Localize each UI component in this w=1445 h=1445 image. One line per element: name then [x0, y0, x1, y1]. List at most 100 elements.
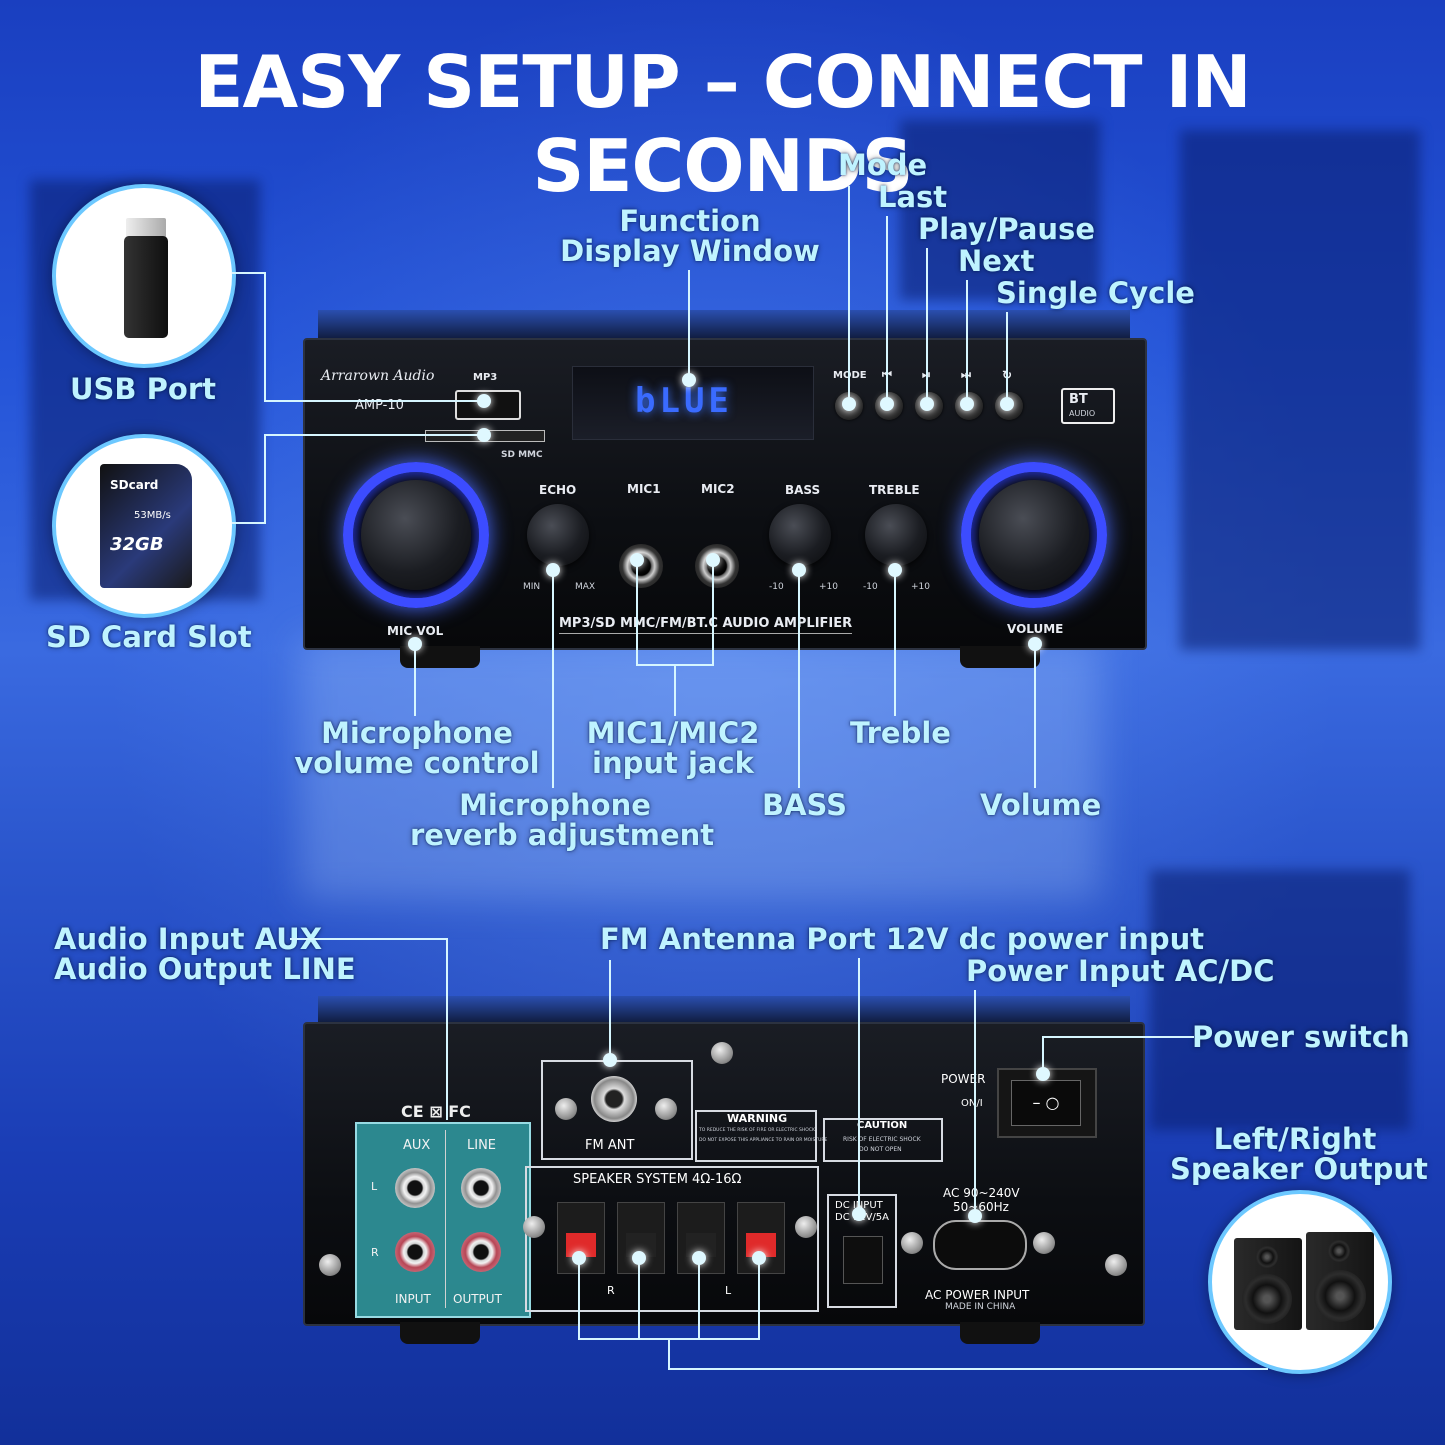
speaker-right-icon	[1306, 1232, 1374, 1330]
mic-volume-label: Microphone volume control	[292, 718, 542, 779]
dot-cycle	[1000, 397, 1014, 411]
aux-in-label: Audio Input AUX	[54, 922, 323, 956]
aux-in-left[interactable]	[395, 1168, 435, 1208]
display-readout: bLUE	[635, 381, 733, 421]
terminal-l-plus[interactable]	[737, 1202, 785, 1274]
sd-mmc-label: SD MMC	[501, 450, 543, 460]
volume-knob[interactable]	[979, 480, 1089, 590]
single-cycle-label: Single Cycle	[996, 276, 1195, 310]
background-window-right	[1180, 130, 1420, 650]
leader-play	[926, 248, 928, 404]
mic-reverb-line1: Microphone	[459, 788, 651, 822]
leader-mode	[848, 186, 850, 404]
front-foot-left	[400, 646, 480, 668]
mp3-label: MP3	[473, 372, 498, 383]
amplifier-back: CE ⊠ FC AUX LINE L R INPUT OUTPUT FM ANT…	[303, 1022, 1145, 1326]
dot-display	[682, 373, 696, 387]
aux-line-panel: AUX LINE L R INPUT OUTPUT	[355, 1122, 531, 1318]
ac-socket[interactable]	[933, 1220, 1027, 1270]
leader-dc	[858, 958, 860, 1214]
leader-display	[688, 270, 690, 380]
tweeter-right	[1328, 1240, 1350, 1262]
power-rocker[interactable]: – ○	[1011, 1080, 1081, 1126]
sd-card-speed: 53MB/s	[134, 510, 171, 521]
back-screw-right	[1105, 1254, 1127, 1276]
line-out-right[interactable]	[461, 1232, 501, 1272]
fm-screw-right	[655, 1098, 677, 1120]
leader-ac	[974, 990, 976, 1216]
speaker-screw-left	[523, 1216, 545, 1238]
leader-power-h	[1042, 1036, 1194, 1038]
caution-box: CAUTION RISK OF ELECTRIC SHOCK DO NOT OP…	[823, 1118, 943, 1162]
mic1-jack[interactable]	[619, 544, 663, 588]
mic2-jack[interactable]	[695, 544, 739, 588]
speaker-terminal-box: SPEAKER SYSTEM 4Ω-16Ω R L	[525, 1166, 819, 1312]
terminal-r-plus[interactable]	[557, 1202, 605, 1274]
dot-power	[1036, 1067, 1050, 1081]
power-switch[interactable]: – ○	[997, 1068, 1097, 1138]
warning-text-2: DO NOT EXPOSE THIS APPLIANCE TO RAIN OR …	[699, 1138, 828, 1143]
dot-usb	[477, 394, 491, 408]
leader-sd-h	[232, 522, 266, 524]
page-title: EASY SETUP – CONNECT IN SECONDS	[194, 40, 1251, 208]
ac-line2: 50~60Hz	[953, 1200, 1009, 1214]
leader-spk-3	[698, 1258, 700, 1340]
ac-screw-left	[901, 1232, 923, 1254]
dc-jack[interactable]	[843, 1236, 883, 1284]
front-foot-right	[960, 646, 1040, 668]
mic-reverb-line2: reverb adjustment	[410, 818, 715, 853]
volume-label: VOLUME	[1007, 622, 1064, 636]
dot-sd	[477, 428, 491, 442]
sd-card-capacity: 32GB	[110, 534, 164, 555]
treble-knob[interactable]	[865, 504, 927, 566]
mic-volume-line1: Microphone	[321, 716, 513, 750]
woofer-right	[1314, 1270, 1366, 1322]
mic-volume-knob[interactable]	[361, 480, 471, 590]
mic-jack-line2: input jack	[592, 746, 754, 781]
back-foot-left	[400, 1322, 480, 1344]
cert-marks: CE ⊠ FC	[401, 1102, 471, 1121]
speaker-system-label: SPEAKER SYSTEM 4Ω-16Ω	[573, 1172, 742, 1187]
leader-last	[886, 216, 888, 404]
play-pause-label: Play/Pause	[918, 212, 1095, 246]
fm-screw-left	[555, 1098, 577, 1120]
treble-label: TREBLE	[869, 483, 920, 497]
echo-label: ECHO	[539, 483, 577, 497]
dot-mic1	[630, 553, 644, 567]
leader-treble	[894, 570, 896, 716]
amplifier-front: Arrarown Audio AMP-10 MP3 SD MMC bLUE MO…	[303, 338, 1147, 650]
fm-antenna-port[interactable]	[591, 1076, 637, 1122]
dot-spk-1	[572, 1251, 586, 1265]
function-display: bLUE	[572, 366, 814, 440]
mic-vol-ring	[343, 462, 489, 608]
woofer-left	[1242, 1274, 1292, 1324]
aux-label: AUX	[403, 1138, 431, 1153]
last-label: Last	[878, 180, 948, 214]
dot-play	[920, 397, 934, 411]
leader-mic2	[712, 560, 714, 666]
line-out-left[interactable]	[461, 1168, 501, 1208]
bass-knob[interactable]	[769, 504, 831, 566]
aux-in-right[interactable]	[395, 1232, 435, 1272]
leader-mic-v	[674, 664, 676, 716]
sd-card-icon: SDcard 53MB/s 32GB	[100, 464, 192, 588]
tweeter-left	[1256, 1246, 1278, 1268]
output-label: OUTPUT	[453, 1292, 502, 1306]
leader-echo	[552, 570, 554, 788]
mic-volume-line2: volume control	[294, 746, 540, 781]
echo-knob[interactable]	[527, 504, 589, 566]
leader-sd-h2	[264, 434, 484, 436]
line-label: LINE	[467, 1138, 497, 1153]
r-label: R	[371, 1246, 379, 1259]
back-top-cover	[318, 996, 1130, 1024]
leader-usb-h	[232, 272, 266, 274]
fm-ant-label: FM ANT	[585, 1138, 635, 1153]
aux-line-divider	[445, 1130, 446, 1308]
volume-callout-label: Volume	[980, 788, 1102, 822]
leader-fm	[609, 960, 611, 1060]
back-foot-right	[960, 1322, 1040, 1344]
back-screw-left	[319, 1254, 341, 1276]
mic2-label: MIC2	[701, 482, 735, 496]
brand-logo: Arrarown Audio	[321, 368, 435, 384]
leader-next	[966, 280, 968, 404]
